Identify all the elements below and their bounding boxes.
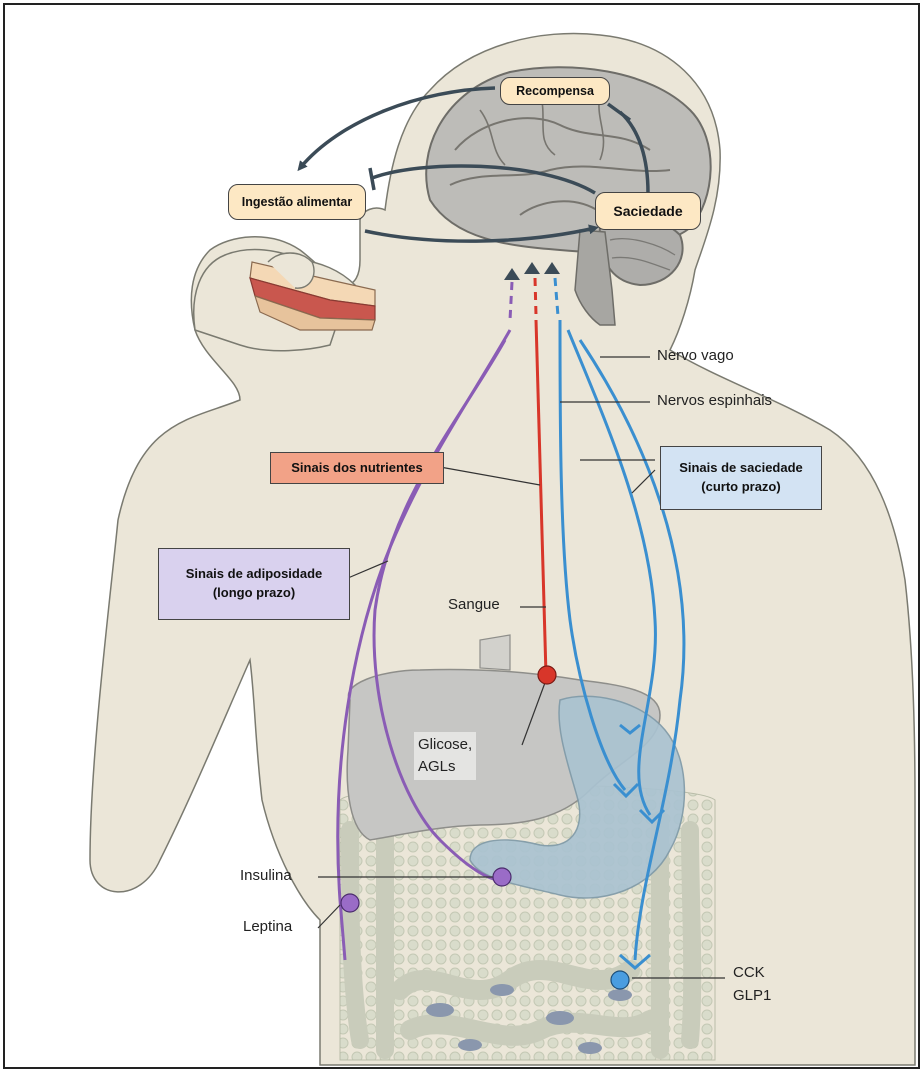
label-leptin: Leptina: [243, 918, 292, 935]
label-blood: Sangue: [448, 596, 500, 613]
label-reward: Recompensa: [500, 77, 610, 105]
label-spinal-nerves: Nervos espinhais: [657, 392, 772, 409]
cck-dot: [611, 971, 629, 989]
cck-text: CCK: [733, 962, 771, 985]
glucose-line1: Glicose,: [418, 734, 472, 756]
nutrient-signals-text: Sinais dos nutrientes: [291, 459, 422, 478]
glp1-text: GLP1: [733, 985, 771, 1008]
adiposity-signals-line1: Sinais de adiposidade: [186, 565, 323, 584]
label-vagus-nerve: Nervo vago: [657, 347, 734, 364]
box-adiposity-signals: Sinais de adiposidade (longo prazo): [158, 548, 350, 620]
label-cck-glp1: CCK GLP1: [733, 962, 771, 1007]
blood-dot: [538, 666, 556, 684]
satiety-signals-line2: (curto prazo): [701, 478, 780, 497]
adiposity-signals-line2: (longo prazo): [213, 584, 295, 603]
label-satiety: Saciedade: [595, 192, 701, 230]
box-satiety-signals: Sinais de saciedade (curto prazo): [660, 446, 822, 510]
label-insulin: Insulina: [240, 867, 292, 884]
label-food-intake: Ingestão alimentar: [228, 184, 366, 220]
leptin-dot: [341, 894, 359, 912]
satiety-signals-line1: Sinais de saciedade: [679, 459, 803, 478]
box-nutrient-signals: Sinais dos nutrientes: [270, 452, 444, 484]
glucose-line2: AGLs: [418, 756, 472, 778]
label-glucose: Glicose, AGLs: [414, 732, 476, 780]
insulin-dot: [493, 868, 511, 886]
